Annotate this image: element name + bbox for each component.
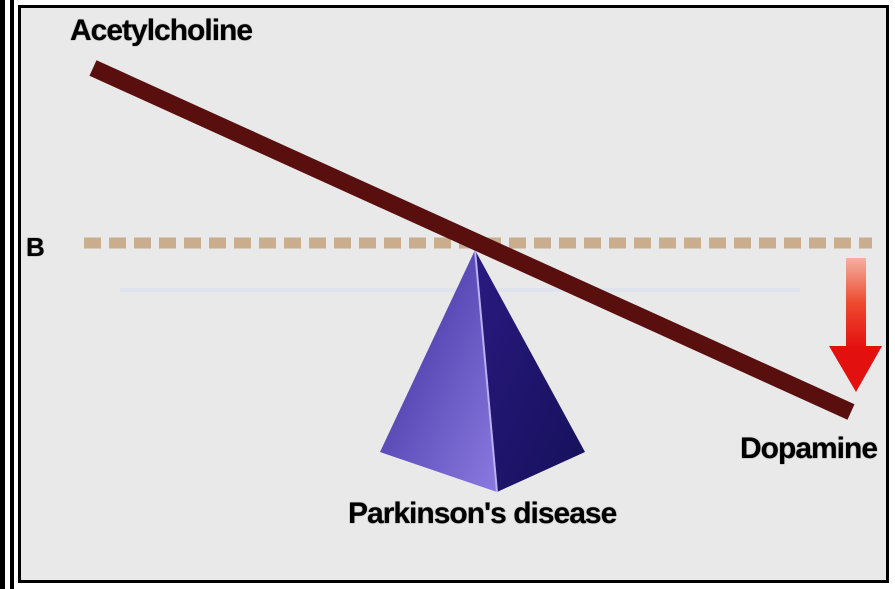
left-border-inner — [10, 0, 14, 589]
acetylcholine-label: Acetylcholine — [70, 14, 253, 47]
fulcrum-right-face — [475, 250, 585, 492]
down-arrow-icon — [829, 258, 882, 392]
balance-label: B — [26, 232, 45, 262]
fulcrum-left-face — [380, 250, 497, 492]
parkinsons-disease-label: Parkinson's disease — [348, 497, 617, 530]
fulcrum-edge — [474, 249, 498, 493]
dopamine-label: Dopamine — [740, 432, 878, 465]
seesaw-beam — [89, 60, 855, 420]
left-border-outer — [0, 0, 5, 589]
